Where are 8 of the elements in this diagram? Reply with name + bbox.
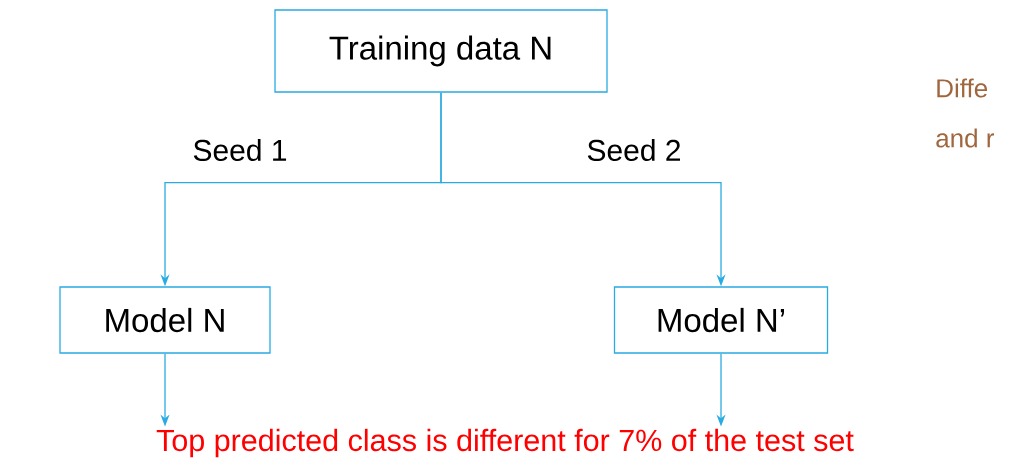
process-box: Model N’ [613, 286, 829, 354]
note-text: Diffe [937, 78, 988, 98]
note-text: and r [936, 128, 994, 148]
edge-label: Seed 1 [193, 139, 287, 161]
result-text: Top predicted class is different for 7% of the test set [156, 428, 854, 458]
process-box: Training data N [274, 9, 608, 93]
process-box: Model N [59, 286, 271, 354]
edge-label: Seed 2 [587, 139, 680, 161]
